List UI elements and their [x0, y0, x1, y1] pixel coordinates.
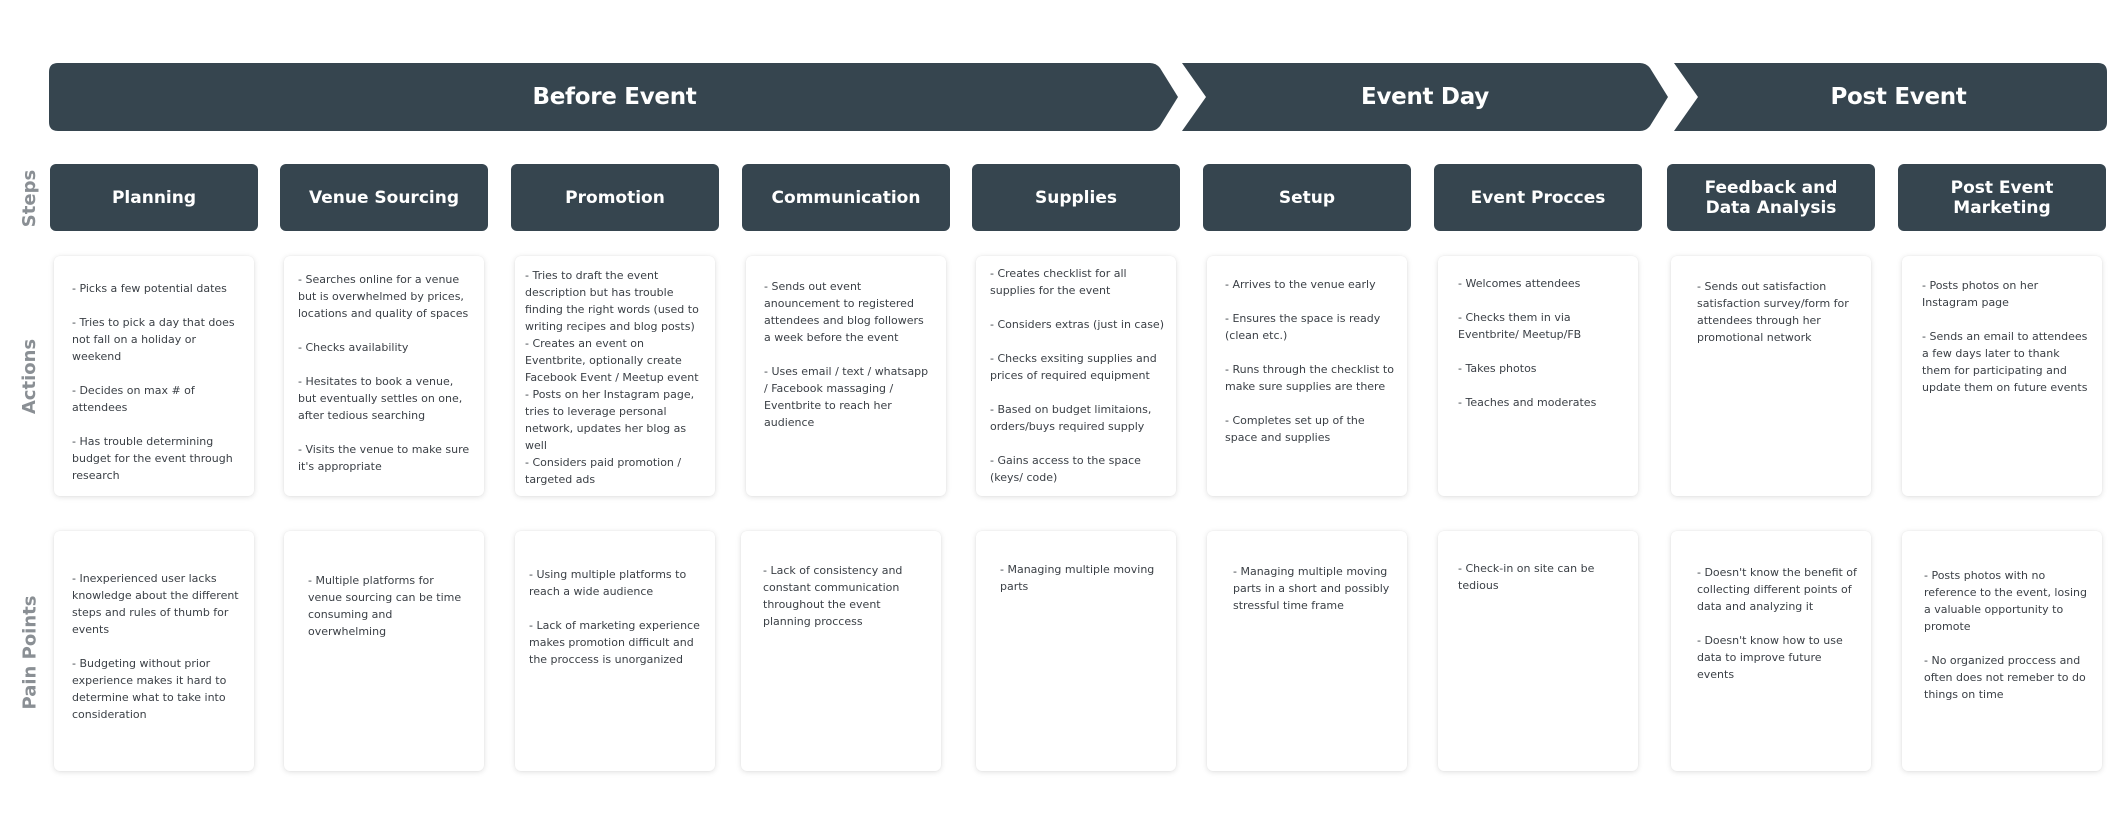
pain-card-venue-sourcing: - Multiple platforms for venue sourcing … [284, 531, 484, 771]
pain-card-communication: - Lack of consistency and constant commu… [741, 531, 941, 771]
pain-card-setup: - Managing multiple moving parts in a sh… [1207, 531, 1407, 771]
action-card-communication: - Sends out event anouncement to registe… [746, 256, 946, 496]
phase-day-shape [1182, 63, 1668, 131]
action-card-supplies: - Creates checklist for all supplies for… [976, 256, 1176, 496]
action-card-feedback-data-analysis: - Sends out satisfaction satisfaction su… [1671, 256, 1871, 496]
action-card-post-event-marketing: - Posts photos on her Instagram page - S… [1902, 256, 2102, 496]
phase-post-label: Post Event [1830, 84, 1967, 110]
step-post-event-marketing: Post Event Marketing [1898, 164, 2106, 231]
pain-card-planning: - Inexperienced user lacks knowledge abo… [54, 531, 254, 771]
step-planning: Planning [50, 164, 258, 231]
action-card-event-procces: - Welcomes attendees - Checks them in vi… [1438, 256, 1638, 496]
phase-before-label: Before Event [532, 84, 697, 110]
phase-post-shape [1674, 63, 2107, 131]
pain-card-promotion: - Using multiple platforms to reach a wi… [515, 531, 715, 771]
action-card-venue-sourcing: - Searches online for a venue but is ove… [284, 256, 484, 496]
action-card-setup: - Arrives to the venue early - Ensures t… [1207, 256, 1407, 496]
step-venue-sourcing: Venue Sourcing [280, 164, 488, 231]
pain-card-supplies: - Managing multiple moving parts [976, 531, 1176, 771]
step-promotion: Promotion [511, 164, 719, 231]
pain-card-feedback-data-analysis: - Doesn't know the benefit of collecting… [1671, 531, 1871, 771]
step-supplies: Supplies [972, 164, 1180, 231]
step-feedback-data-analysis: Feedback and Data Analysis [1667, 164, 1875, 231]
step-setup: Setup [1203, 164, 1411, 231]
pain-card-event-procces: - Check-in on site can be tedious [1438, 531, 1638, 771]
step-communication: Communication [742, 164, 950, 231]
pain-card-post-event-marketing: - Posts photos with no reference to the … [1902, 531, 2102, 771]
action-card-promotion: - Tries to draft the event description b… [515, 256, 715, 496]
action-card-planning: - Picks a few potential dates - Tries to… [54, 256, 254, 496]
phase-day-label: Event Day [1361, 84, 1489, 110]
phase-before-shape [49, 63, 1178, 131]
step-event-procces: Event Procces [1434, 164, 1642, 231]
